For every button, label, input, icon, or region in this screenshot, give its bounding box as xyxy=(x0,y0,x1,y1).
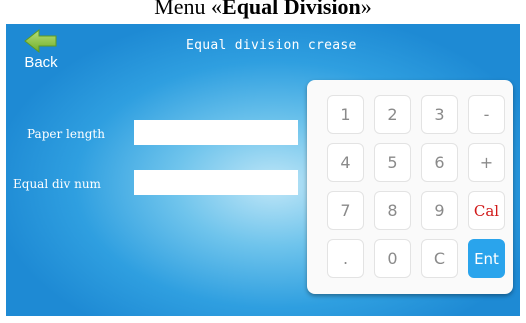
key-5[interactable]: 5 xyxy=(374,143,411,182)
key-0[interactable]: 0 xyxy=(374,239,411,278)
key-6[interactable]: 6 xyxy=(421,143,458,182)
paper-length-input[interactable] xyxy=(134,120,298,145)
key-1[interactable]: 1 xyxy=(327,95,364,134)
key-9[interactable]: 9 xyxy=(421,191,458,230)
key-7[interactable]: 7 xyxy=(327,191,364,230)
equal-division-screen: Back Equal division crease Paper length … xyxy=(6,24,520,316)
page-title: Equal division crease xyxy=(186,38,357,53)
key-4[interactable]: 4 xyxy=(327,143,364,182)
equal-div-num-input[interactable] xyxy=(134,170,298,195)
key-minus[interactable]: - xyxy=(468,95,505,134)
key-2[interactable]: 2 xyxy=(374,95,411,134)
paper-length-label: Paper length xyxy=(27,127,105,141)
clear-button[interactable]: C xyxy=(421,239,458,278)
equal-div-num-label: Equal div num xyxy=(13,177,101,191)
calculate-button[interactable]: Cal xyxy=(468,191,505,230)
back-label: Back xyxy=(24,54,58,71)
key-3[interactable]: 3 xyxy=(421,95,458,134)
numeric-keypad: 1 2 3 - 4 5 6 + 7 8 9 Cal . 0 C Ent xyxy=(307,80,513,294)
enter-button[interactable]: Ent xyxy=(468,239,505,278)
key-plus[interactable]: + xyxy=(468,143,505,182)
back-button[interactable]: Back xyxy=(16,28,66,78)
back-arrow-icon xyxy=(24,28,58,54)
key-decimal[interactable]: . xyxy=(327,239,364,278)
key-8[interactable]: 8 xyxy=(374,191,411,230)
page-caption: Menu «Equal Division» xyxy=(154,0,372,19)
